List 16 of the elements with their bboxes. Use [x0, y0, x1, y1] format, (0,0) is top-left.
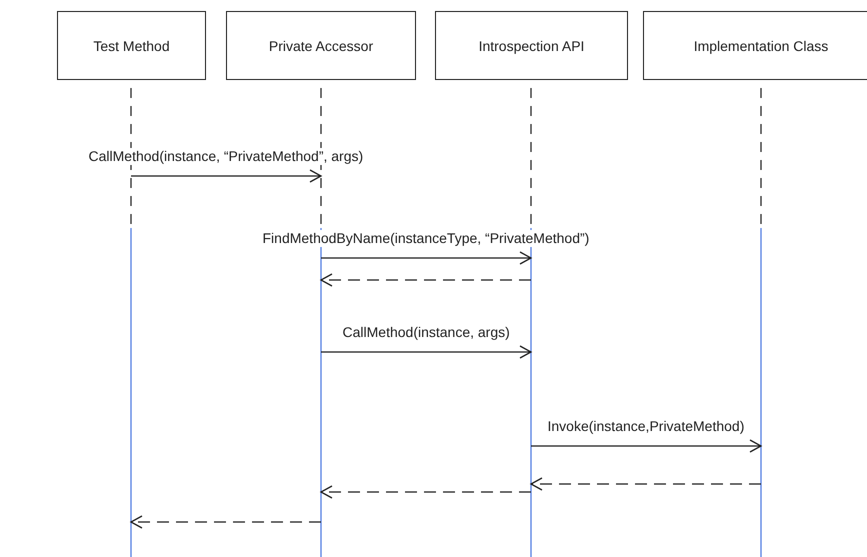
edge-label: FindMethodByName(instanceType, “PrivateMethod”): [262, 230, 590, 247]
message-arrow: [320, 485, 531, 499]
message-arrow: [531, 439, 762, 453]
message-arrow: [321, 251, 532, 265]
edge-label: Invoke(instance,PrivateMethod): [546, 418, 746, 435]
message-arrow: [131, 169, 322, 183]
message-arrow: [530, 477, 761, 491]
message-arrow: [320, 273, 531, 287]
message-arrow: [321, 345, 532, 359]
participant-name: Introspection API: [478, 38, 584, 54]
edge-label: CallMethod(instance, “PrivateMethod”, args): [88, 148, 364, 165]
participant-name: Test Method: [93, 38, 170, 54]
participant-name: Implementation Class: [694, 38, 828, 54]
message-arrow: [130, 515, 321, 529]
edge-label: CallMethod(instance, args): [342, 324, 511, 341]
participant-name: Private Accessor: [268, 38, 374, 54]
